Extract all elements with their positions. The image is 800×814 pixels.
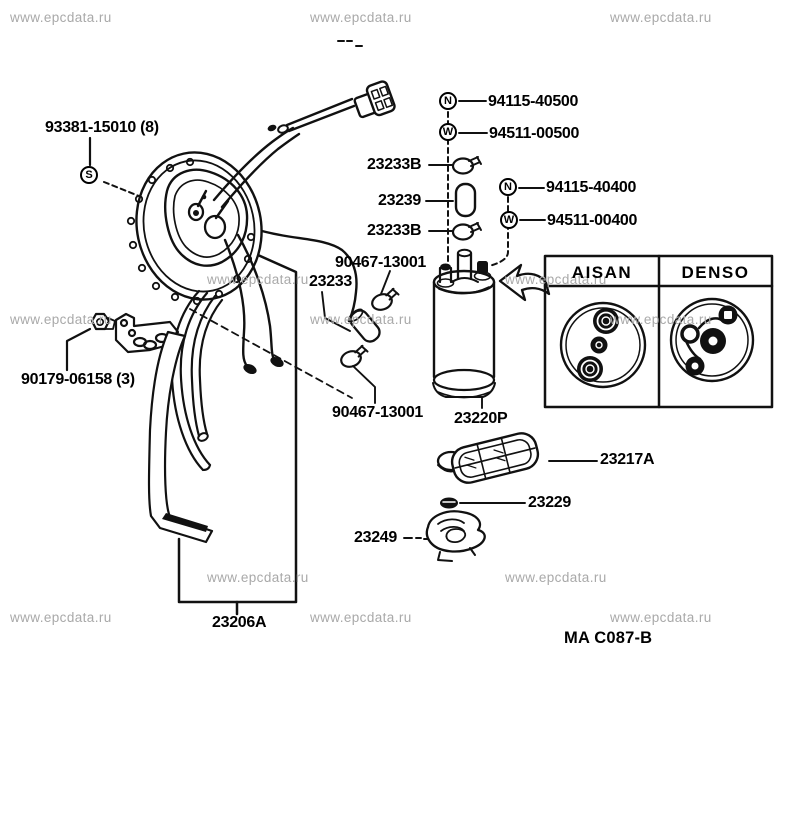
table-header-aisan: AISAN [571, 263, 633, 282]
watermark-text: www.epcdata.ru [505, 570, 607, 585]
washer-symbol: W [500, 211, 518, 229]
watermark-text: www.epcdata.ru [610, 312, 712, 327]
grommet-drawing [440, 497, 526, 509]
part-number-23206A: 23206A [212, 614, 267, 631]
part-number-23239: 23239 [378, 192, 421, 209]
wire-harness-drawing [212, 80, 396, 375]
part-number-94115-40500: 94115-40500 [488, 93, 579, 110]
watermark-text: www.epcdata.ru [310, 10, 412, 25]
watermark-text: www.epcdata.ru [610, 610, 712, 625]
part-number-90467-13001-lower: 90467-13001 [332, 404, 424, 421]
dashed-locator-line [189, 308, 353, 399]
part-number-23229: 23229 [528, 494, 571, 511]
pointer-arrow [498, 263, 551, 302]
hose-and-clamps-drawing [321, 270, 403, 404]
part-number-94115-40400: 94115-40400 [546, 179, 637, 196]
part-number-23249: 23249 [354, 529, 397, 546]
cushion-drawing [403, 510, 486, 562]
top-dash-marks [337, 40, 363, 47]
watermark-text: www.epcdata.ru [10, 312, 112, 327]
subassembly-box-23206A [177, 245, 298, 616]
watermark-text: www.epcdata.ru [310, 312, 412, 327]
part-number-23233B-lower: 23233B [367, 222, 422, 239]
watermark-text: www.epcdata.ru [207, 272, 309, 287]
watermark-text: www.epcdata.ru [10, 10, 112, 25]
drawing-code: MA C087-B [564, 629, 653, 647]
part-number-93381-15010: 93381-15010 (8) [45, 119, 159, 136]
part-number-23233B-upper: 23233B [367, 156, 422, 173]
nut-symbol: N [439, 92, 457, 110]
part-number-94511-00400: 94511-00400 [547, 212, 638, 229]
watermark-text: www.epcdata.ru [505, 272, 607, 287]
nut-drawing [65, 312, 116, 372]
part-number-23220P: 23220P [454, 410, 508, 427]
filter-and-clamps-column [425, 155, 483, 241]
part-number-23217A: 23217A [600, 451, 655, 468]
suction-filter-drawing [436, 432, 598, 484]
part-number-23233: 23233 [309, 273, 352, 290]
comparison-table-frame [543, 254, 774, 409]
part-number-90179-06158: 90179-06158 (3) [21, 371, 135, 388]
nut-symbol: N [499, 178, 517, 196]
watermark-text: www.epcdata.ru [207, 570, 309, 585]
watermark-text: www.epcdata.ru [10, 610, 112, 625]
part-number-94511-00500: 94511-00500 [489, 125, 580, 142]
fuel-pump-drawing [432, 248, 496, 409]
symbol-leader-lines [458, 100, 546, 221]
washer-symbol: W [439, 123, 457, 141]
table-header-denso: DENSO [681, 263, 750, 282]
watermark-text: www.epcdata.ru [310, 610, 412, 625]
screw-symbol: S [80, 166, 98, 184]
bracket-and-pipes-drawing [114, 289, 224, 544]
watermark-text: www.epcdata.ru [610, 10, 712, 25]
part-number-90467-13001-upper: 90467-13001 [335, 254, 427, 271]
